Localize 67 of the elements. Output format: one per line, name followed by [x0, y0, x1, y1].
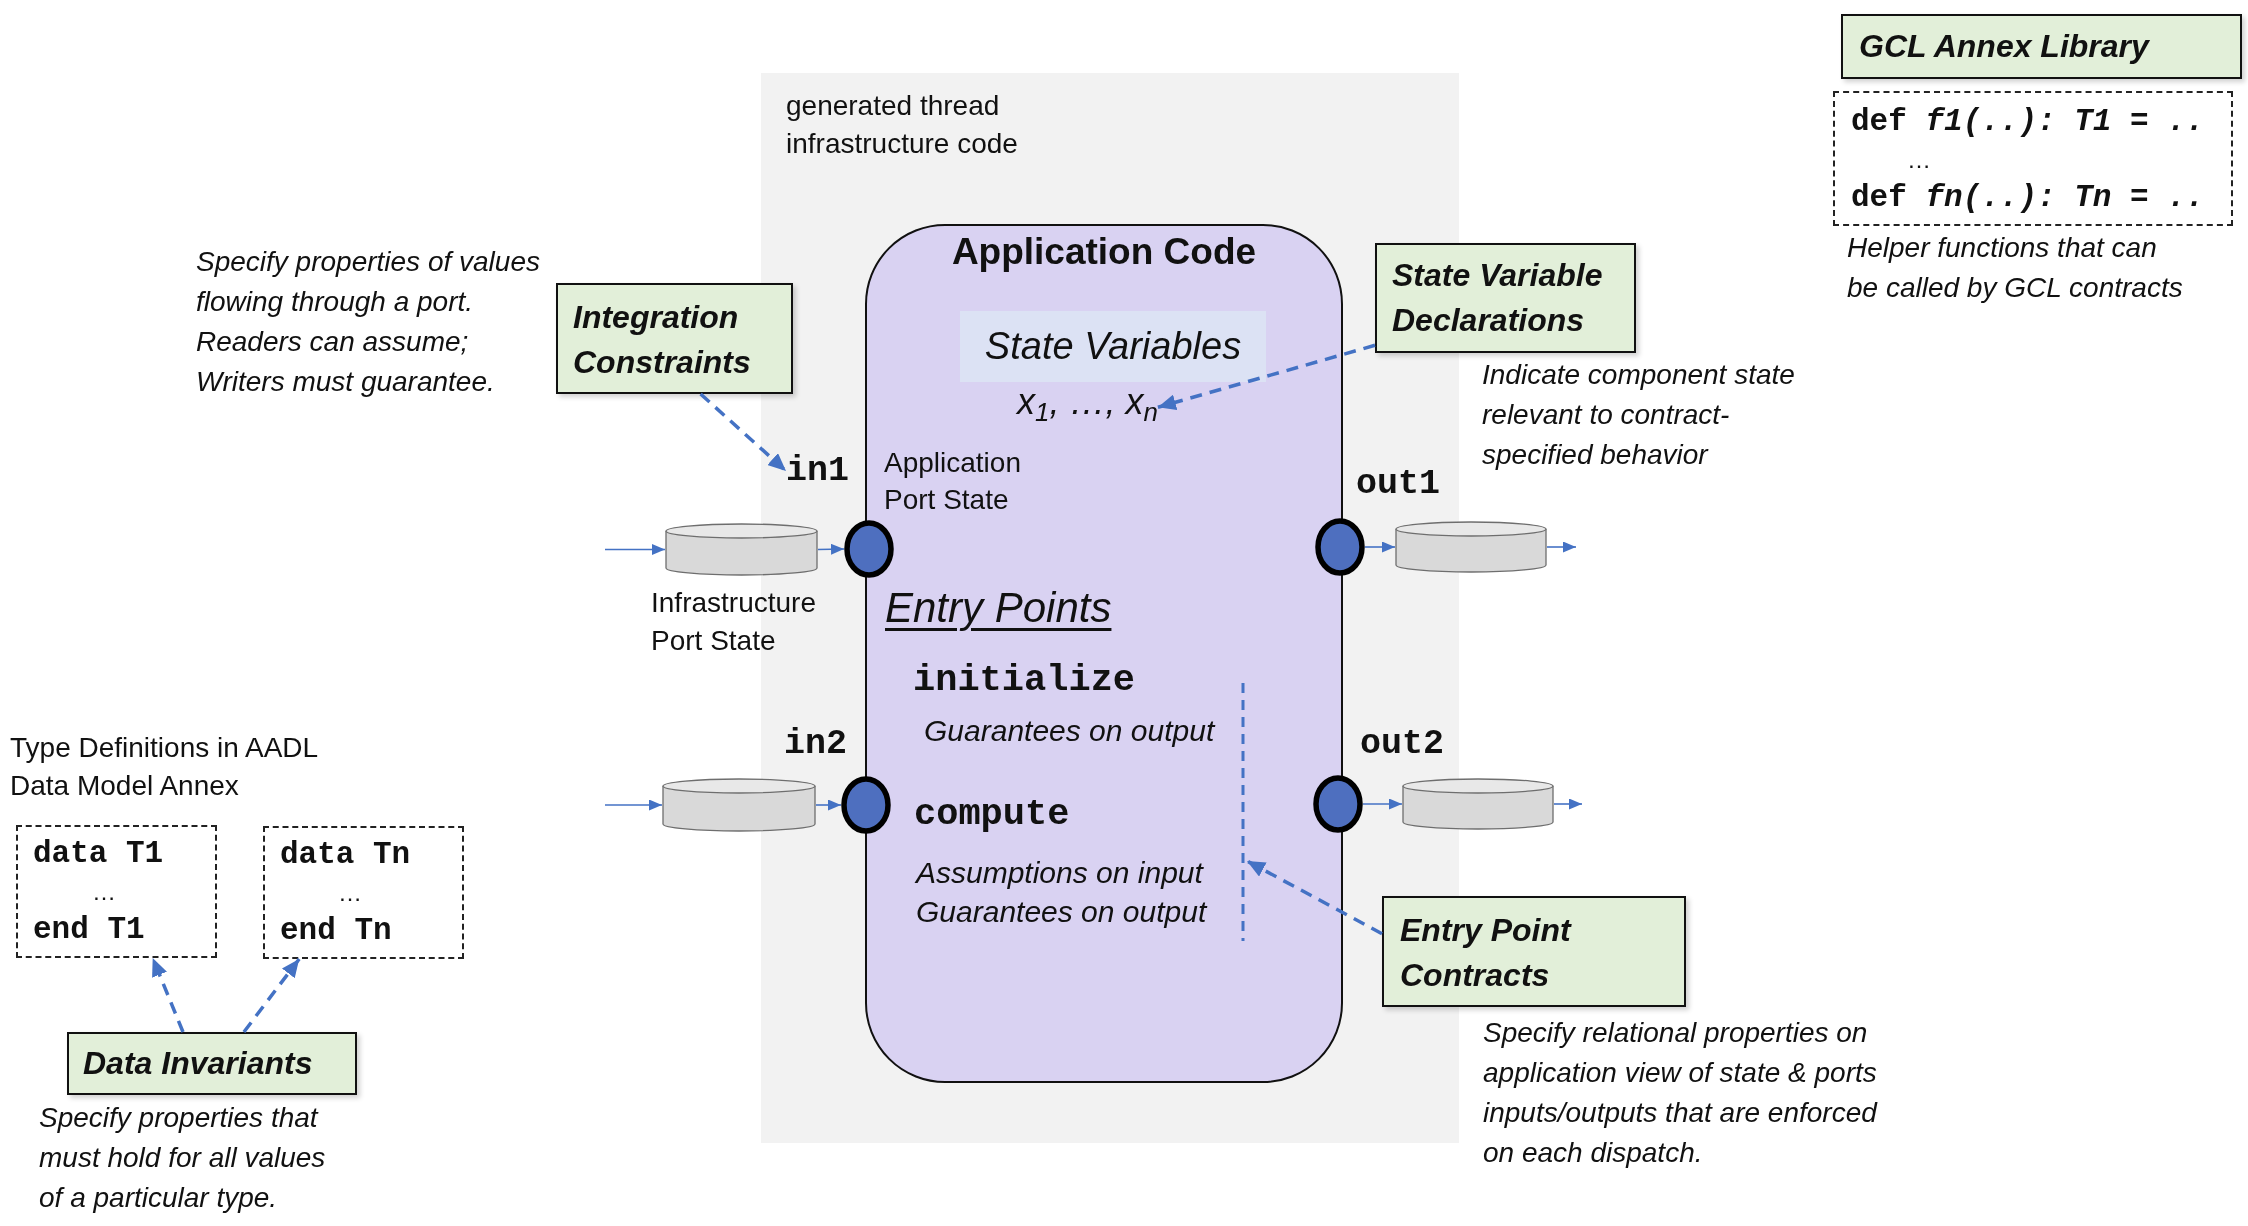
box-title: Application Code [951, 230, 1257, 274]
bracket-line [1239, 683, 1247, 941]
port-circle [1313, 775, 1363, 833]
code-line: data T1 [33, 836, 164, 872]
entry-point-name: initialize [913, 659, 1136, 702]
annotation-box [1375, 243, 1636, 353]
flow-arrow [1364, 541, 1396, 553]
annotation-title: Data Invariants [83, 1044, 313, 1083]
flow-arrow [604, 544, 666, 555]
port-circle [841, 776, 891, 834]
dashed-arrow [242, 957, 301, 1034]
code-line: end Tn [280, 913, 392, 949]
section-heading: Entry Points [885, 583, 1112, 633]
dashed-arrow [1246, 859, 1383, 936]
port-state-caption: Infrastructure Port State [651, 586, 817, 658]
code-line: def fn(..): Tn = .. [1851, 180, 2205, 216]
dashed-arrow [699, 392, 788, 473]
cylinder-symbol [665, 523, 818, 576]
cylinder-symbol [662, 778, 816, 832]
variable-list: x$_{1}$, …, x$_{n}$ [1017, 380, 1158, 424]
annotation-description: Helper functions that can be called by GCL contracts [1847, 231, 2184, 305]
code-block [263, 826, 464, 959]
dashed-arrow [1157, 343, 1376, 411]
port-label: in1 [786, 451, 849, 492]
annotation-title: Entry Point Contracts [1400, 911, 1573, 995]
code-block [16, 825, 217, 958]
code-block [1833, 91, 2233, 226]
state-variables-box [960, 311, 1266, 382]
box-title: State Variables [984, 324, 1242, 369]
flow-arrow [1553, 798, 1583, 810]
flow-arrow [817, 543, 845, 555]
contract-note: Assumptions on input Guarantees on output [916, 855, 1209, 930]
port-circle [1315, 518, 1365, 576]
dashed-arrow [151, 957, 185, 1033]
code-line: end T1 [33, 912, 145, 948]
annotation-box [1841, 14, 2242, 79]
port-label: out1 [1356, 464, 1440, 505]
ellipsis-text: … [1907, 146, 1931, 174]
annotation-box [67, 1032, 357, 1095]
annotation-title: State Variable Declarations [1392, 256, 1604, 340]
application-code-box [865, 224, 1343, 1083]
annotation-description: Specify relational properties on application view of state & ports inputs/outputs that are enforced on each dispatch. [1483, 1016, 1879, 1170]
port-label: out2 [1360, 724, 1444, 765]
flow-arrow [1362, 798, 1403, 810]
port-state-caption: Application Port State [884, 446, 1022, 517]
flow-arrow [604, 799, 663, 811]
annotation-description: Indicate component state relevant to contract-specified behavior [1482, 358, 1796, 472]
port-circle [844, 520, 894, 578]
annotation-box [556, 283, 793, 394]
ellipsis-text: … [92, 878, 116, 906]
annotation-description: Specify properties of values flowing through a port. Readers can assume; Writers must guarantee. [196, 245, 541, 399]
annotation-description: Specify properties that must hold for all values of a particular type. [39, 1101, 327, 1215]
ellipsis-text: … [338, 879, 362, 907]
flow-arrow [815, 799, 842, 811]
code-line: def f1(..): T1 = .. [1851, 104, 2205, 140]
contract-note: Guarantees on output [924, 713, 1215, 749]
annotation-title: GCL Annex Library [1859, 27, 2149, 66]
annotation-title: Integration Constraints [573, 298, 752, 382]
section-label: Type Definitions in AADL Data Model Annex [10, 731, 319, 803]
port-label: in2 [784, 724, 847, 765]
annotation-box [1382, 896, 1686, 1007]
code-line: data Tn [280, 837, 411, 873]
entry-point-name: compute [914, 793, 1070, 836]
panel-caption: generated thread infrastructure code [786, 89, 1019, 161]
cylinder-symbol [1395, 521, 1547, 573]
flow-arrow [1546, 541, 1577, 553]
cylinder-symbol [1402, 778, 1554, 830]
